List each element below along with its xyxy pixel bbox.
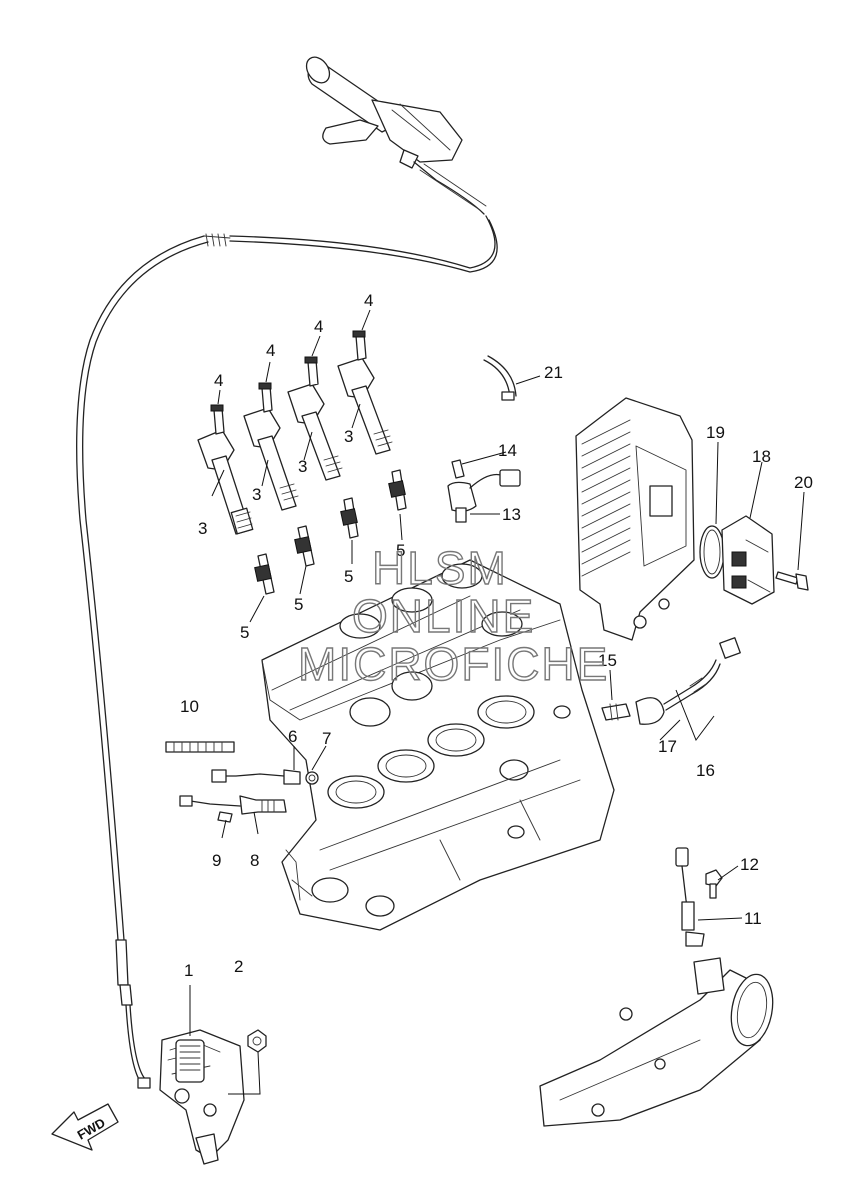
wire-harness xyxy=(483,355,517,401)
cam-sensor xyxy=(179,795,287,823)
throttle-handle xyxy=(305,56,463,169)
oxygen-sensor xyxy=(675,847,705,947)
leader-lines xyxy=(211,309,805,921)
engine-block xyxy=(261,559,615,931)
callout-labels: 1 2 3 3 3 3 4 4 4 4 5 5 5 5 6 7 8 9 10 1… xyxy=(180,291,813,980)
watermark-line-3: MICROFICHE xyxy=(298,638,609,690)
callout-14: 14 xyxy=(498,441,517,460)
callout-11: 11 xyxy=(744,909,762,928)
spark-plugs xyxy=(254,469,407,595)
throttle-cable xyxy=(76,161,498,1089)
bolt-20 xyxy=(775,571,809,591)
o-ring xyxy=(699,525,725,579)
watermark-line-2: ONLINE xyxy=(352,590,535,642)
callout-5c: 5 xyxy=(344,567,353,586)
callout-10: 10 xyxy=(180,697,199,716)
watermark-line-1: HLSM xyxy=(372,542,508,594)
callout-2: 2 xyxy=(234,957,243,976)
temp-sensor xyxy=(601,703,631,721)
callout-5a: 5 xyxy=(240,623,249,642)
callout-16: 16 xyxy=(696,761,715,780)
sensor-assembly xyxy=(447,459,521,523)
nut xyxy=(247,1029,267,1053)
callout-21: 21 xyxy=(544,363,563,382)
throttle-actuator xyxy=(159,1029,245,1165)
coil-bolts xyxy=(210,330,367,435)
callout-1: 1 xyxy=(184,961,193,980)
ignition-coil-4 xyxy=(337,357,393,455)
callout-15: 15 xyxy=(598,651,617,670)
callout-13: 13 xyxy=(502,505,521,524)
callout-4a: 4 xyxy=(214,371,223,390)
callout-4d: 4 xyxy=(364,291,373,310)
callout-5b: 5 xyxy=(294,595,303,614)
callout-8: 8 xyxy=(250,851,259,870)
callout-3a: 3 xyxy=(198,519,207,538)
sensor-harness xyxy=(635,637,741,725)
callout-18: 18 xyxy=(752,447,771,466)
crank-sensor xyxy=(211,769,319,785)
ignition-coil-2 xyxy=(243,407,299,511)
callout-5d: 5 xyxy=(396,541,405,560)
callout-19: 19 xyxy=(706,423,725,442)
electronic-control-unit xyxy=(575,397,695,641)
callout-3c: 3 xyxy=(298,457,307,476)
watermark: HLSM ONLINE MICROFICHE xyxy=(297,541,609,690)
exhaust-pipe xyxy=(539,957,774,1127)
ignition-coil-3 xyxy=(287,383,343,481)
forward-arrow-icon: FWD xyxy=(51,1103,119,1151)
long-bolt xyxy=(165,741,235,753)
leader-15 xyxy=(609,669,613,701)
callout-17: 17 xyxy=(658,737,677,756)
leader-16 xyxy=(675,689,715,742)
callout-4b: 4 xyxy=(266,341,275,360)
callout-6: 6 xyxy=(288,727,297,746)
sensor-module xyxy=(721,515,775,605)
leader-2 xyxy=(228,1051,261,1095)
callout-12: 12 xyxy=(740,855,759,874)
callout-9: 9 xyxy=(212,851,221,870)
callout-3d: 3 xyxy=(344,427,353,446)
callout-7: 7 xyxy=(322,729,331,748)
callout-4c: 4 xyxy=(314,317,323,336)
callout-20: 20 xyxy=(794,473,813,492)
callout-3b: 3 xyxy=(252,485,261,504)
bolt-12 xyxy=(705,869,723,899)
